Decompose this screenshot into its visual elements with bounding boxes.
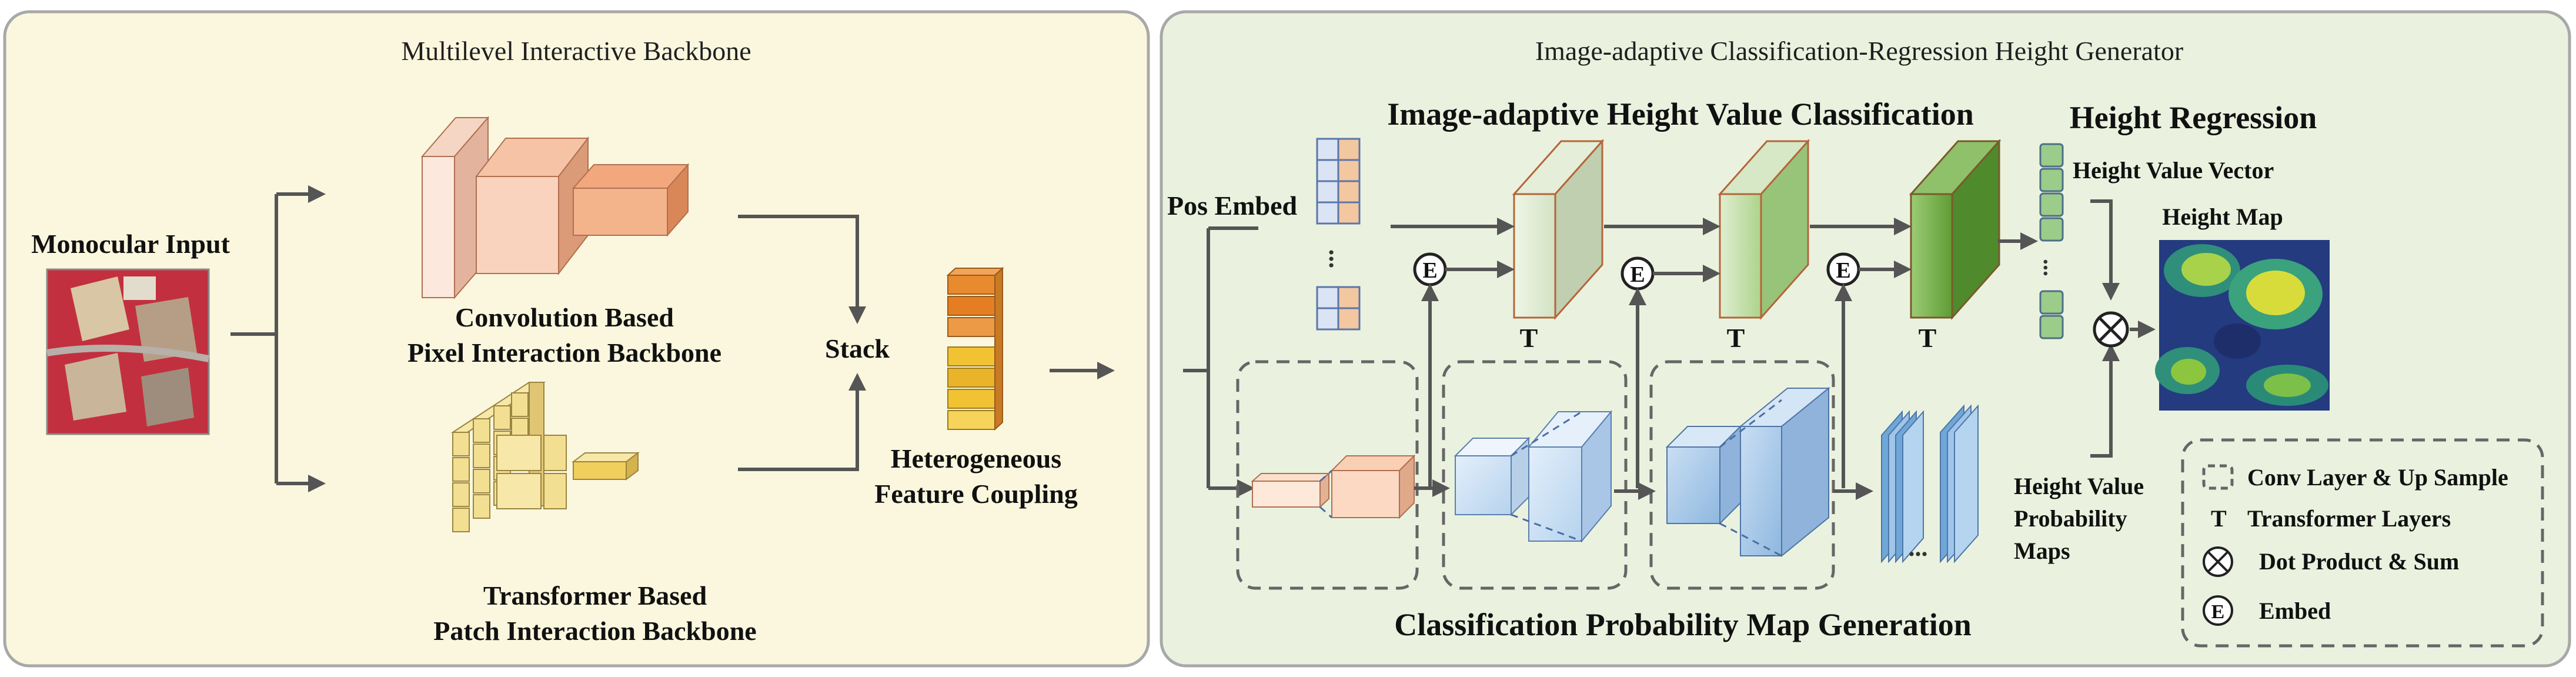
map-gen-title: Classification Probability Map Generatio…: [1394, 607, 1972, 642]
conv-label-2: Pixel Interaction Backbone: [407, 338, 721, 368]
input-fork-line: [230, 194, 278, 483]
legend-conv-label: Conv Layer & Up Sample: [2247, 464, 2508, 491]
classification-title: Image-adaptive Height Value Classificati…: [1387, 96, 1974, 132]
conv-up-box-2: [1442, 360, 1628, 590]
t-label-3: T: [1919, 323, 1937, 353]
conv-up-box-1: [1236, 360, 1419, 590]
legend-e-symbol: E: [2211, 601, 2225, 623]
maps-to-dot-arrow: [2090, 343, 2120, 458]
regression-title: Height Regression: [2070, 100, 2317, 135]
mapgen-block-3: [1665, 386, 1830, 558]
transformer-block-2: [1718, 139, 1810, 320]
embed-e-3: E: [1836, 258, 1850, 283]
legend-embed-label: Embed: [2259, 598, 2331, 624]
input-label: Monocular Input: [31, 229, 230, 259]
conv-label-1: Convolution Based: [455, 302, 674, 332]
embed-circle-2: E: [1621, 256, 1655, 291]
pos-embed-ellipsis: ...: [1324, 249, 1352, 269]
trans-label-2: Patch Interaction Backbone: [433, 616, 756, 646]
vector-ellipsis: ...: [2039, 259, 2065, 276]
prob-maps-label-3: Maps: [2014, 538, 2070, 564]
entry-line: [1183, 228, 1210, 488]
legend-embed-symbol: E: [2203, 595, 2233, 626]
t-label-2: T: [1727, 323, 1745, 353]
transformer-block-1: [1512, 139, 1605, 320]
embed-circle-1: E: [1413, 252, 1447, 286]
legend-dot-label: Dot Product & Sum: [2259, 548, 2459, 575]
transformer-block-3: [1909, 139, 2002, 320]
conv-to-stack-arrow: [738, 215, 866, 324]
pos-embed-tokens: [1316, 138, 1361, 331]
height-value-vector: [2039, 143, 2064, 339]
legend-transformer-label: Transformer Layers: [2247, 505, 2451, 532]
trans-label-1: Transformer Based: [483, 581, 707, 611]
probability-maps-stack: [1881, 404, 1979, 563]
mapgen-proj-2: [1511, 411, 1582, 542]
stack-label: Stack: [825, 334, 890, 363]
t-label-1: T: [1520, 323, 1538, 353]
pos-embed-label: Pos Embed: [1167, 191, 1298, 221]
mapgen-proj-3: [1719, 399, 1782, 557]
right-panel-title: Image-adaptive Classification-Regression…: [1535, 36, 2183, 66]
height-map-image: [2155, 240, 2330, 411]
feature-coupling-stack: [946, 266, 1004, 431]
legend-t-symbol: T: [2211, 505, 2227, 532]
legend-dot-symbol: [2203, 546, 2233, 577]
mapgen-proj-1: [1319, 469, 1333, 519]
monocular-input-image: [46, 268, 210, 435]
conv-backbone-blocks: [420, 116, 690, 299]
prob-maps-label-2: Probability: [2014, 505, 2127, 532]
embed-e-2: E: [1630, 262, 1645, 287]
trans-to-stack-arrow: [738, 373, 866, 471]
dot-product-symbol: [2093, 311, 2129, 348]
height-map-label: Height Map: [2162, 204, 2283, 230]
embed-circle-3: E: [1826, 252, 1860, 286]
trans-backbone-blocks: [450, 382, 640, 532]
left-panel-background: [3, 10, 1150, 668]
prob-maps-ellipsis: ...: [1909, 533, 1928, 562]
conv-up-box-3: [1649, 360, 1835, 590]
vector-to-dot-arrow: [2090, 199, 2120, 301]
hfc-label-1: Heterogeneous: [891, 443, 1061, 473]
mapgen-block-2: [1454, 410, 1613, 543]
mapgen-block-1: [1251, 454, 1416, 519]
prob-maps-label-1: Height Value: [2014, 473, 2144, 499]
left-panel-title: Multilevel Interactive Backbone: [401, 36, 751, 66]
hfc-label-2: Feature Coupling: [874, 479, 1077, 509]
height-value-vector-label: Height Value Vector: [2073, 157, 2274, 184]
embed-e-1: E: [1422, 258, 1437, 283]
